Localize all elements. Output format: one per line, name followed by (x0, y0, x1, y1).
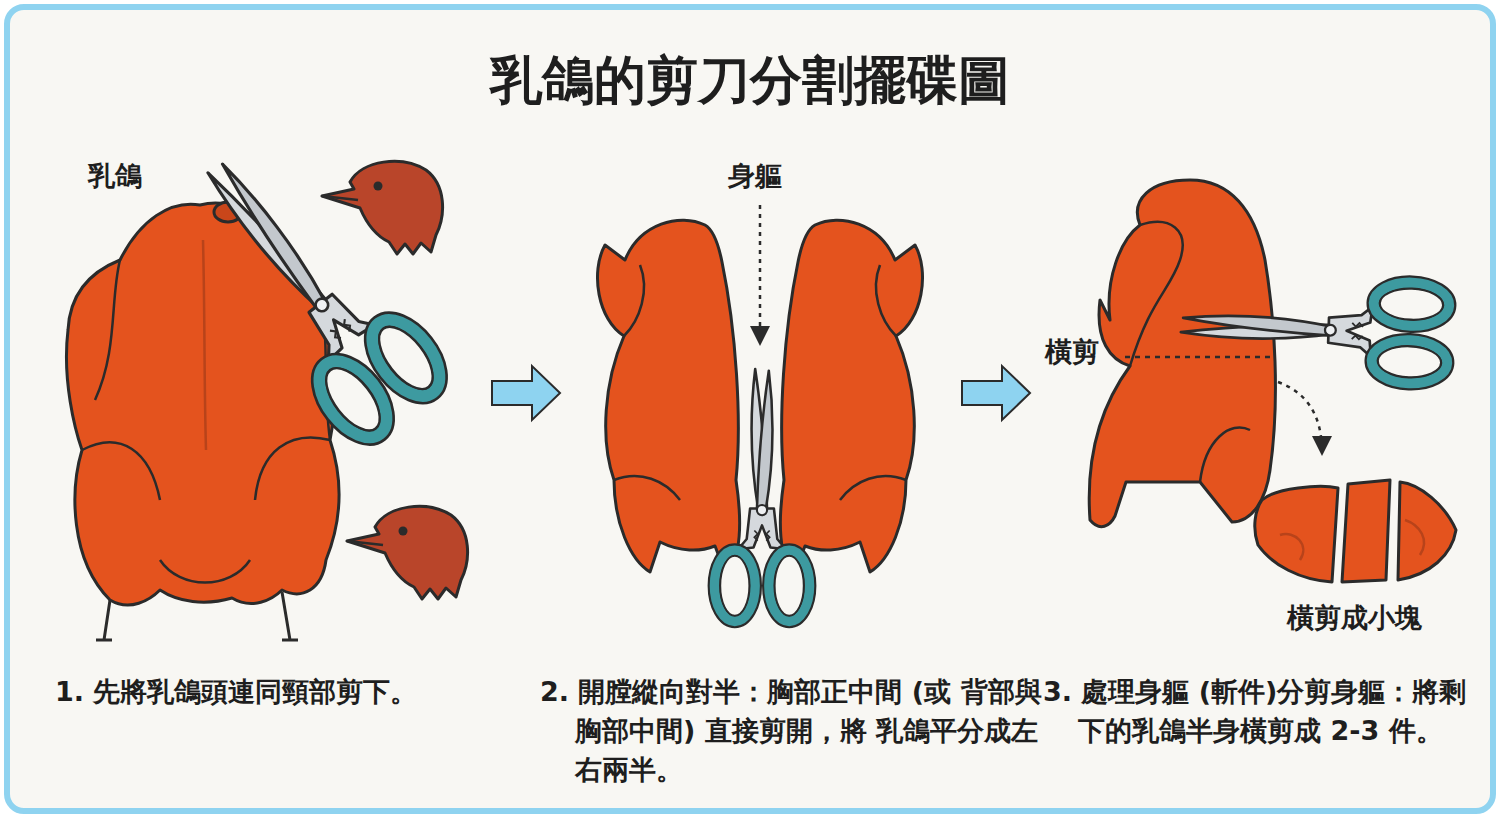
diagram-title: 乳鴿的剪刀分割擺碟圖 (0, 46, 1500, 116)
part-label: 身軀 (728, 158, 782, 194)
step-caption: 3. 處理身軀 (斬件)分剪身軀：將剩下的乳鴿半身橫剪成 2-3 件。 (1043, 672, 1488, 750)
result-label: 橫剪成小塊 (1287, 600, 1422, 636)
cut-label: 橫剪 (1045, 334, 1099, 370)
part-label: 乳鴿 (88, 158, 142, 194)
step-caption: 2. 開膛縱向對半：胸部正中間 (或 背部與胸部中間) 直接剪開，將 乳鴿平分成… (540, 672, 1045, 789)
step-caption: 1. 先將乳鴿頭連同頸部剪下。 (55, 672, 530, 711)
